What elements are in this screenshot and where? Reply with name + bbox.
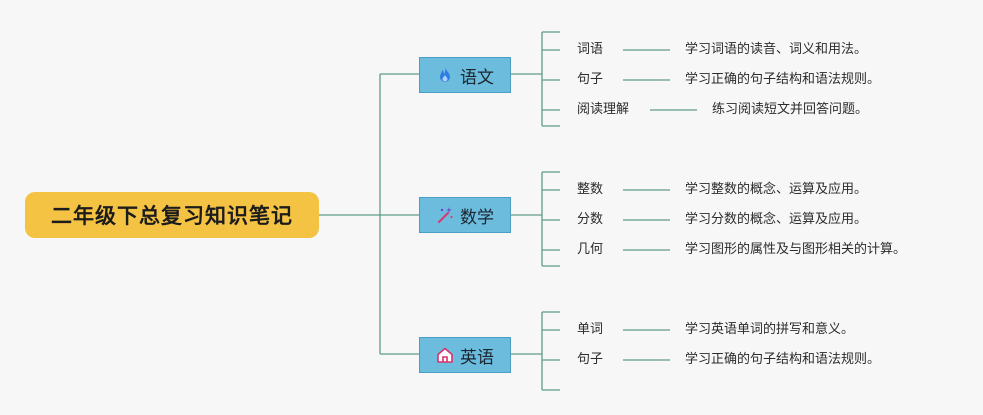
magic-wand-icon [436, 206, 454, 224]
leaf-description[interactable]: 学习分数的概念、运算及应用。 [685, 212, 868, 227]
branch-english-label: 英语 [460, 347, 494, 368]
branch-english[interactable]: 英语 [419, 337, 511, 373]
leaf-term[interactable]: 几何 [577, 242, 604, 257]
leaf-description[interactable]: 学习词语的读音、词义和用法。 [685, 42, 868, 57]
branch-chinese-label: 语文 [460, 67, 494, 88]
leaf-term[interactable]: 词语 [577, 42, 604, 57]
leaf-description[interactable]: 学习整数的概念、运算及应用。 [685, 182, 868, 197]
leaf-term[interactable]: 分数 [577, 212, 604, 227]
leaf-description[interactable]: 练习阅读短文并回答问题。 [712, 102, 869, 117]
branch-math-label: 数学 [460, 207, 494, 228]
leaf-term[interactable]: 整数 [577, 182, 604, 197]
leaf-term[interactable]: 阅读理解 [577, 102, 630, 117]
leaf-term[interactable]: 句子 [577, 72, 604, 87]
leaf-description[interactable]: 学习正确的句子结构和语法规则。 [685, 72, 881, 87]
leaf-description[interactable]: 学习英语单词的拼写和意义。 [685, 322, 855, 337]
leaf-description[interactable]: 学习图形的属性及与图形相关的计算。 [685, 242, 907, 257]
root-topic[interactable]: 二年级下总复习知识笔记 [25, 192, 319, 238]
leaf-description[interactable]: 学习正确的句子结构和语法规则。 [685, 352, 881, 367]
home-icon [436, 346, 454, 364]
branch-chinese[interactable]: 语文 [419, 57, 511, 93]
flame-icon [436, 66, 454, 84]
leaf-term[interactable]: 句子 [577, 352, 604, 367]
root-title: 二年级下总复习知识笔记 [51, 204, 293, 228]
branch-math[interactable]: 数学 [419, 197, 511, 233]
leaf-term[interactable]: 单词 [577, 322, 604, 337]
